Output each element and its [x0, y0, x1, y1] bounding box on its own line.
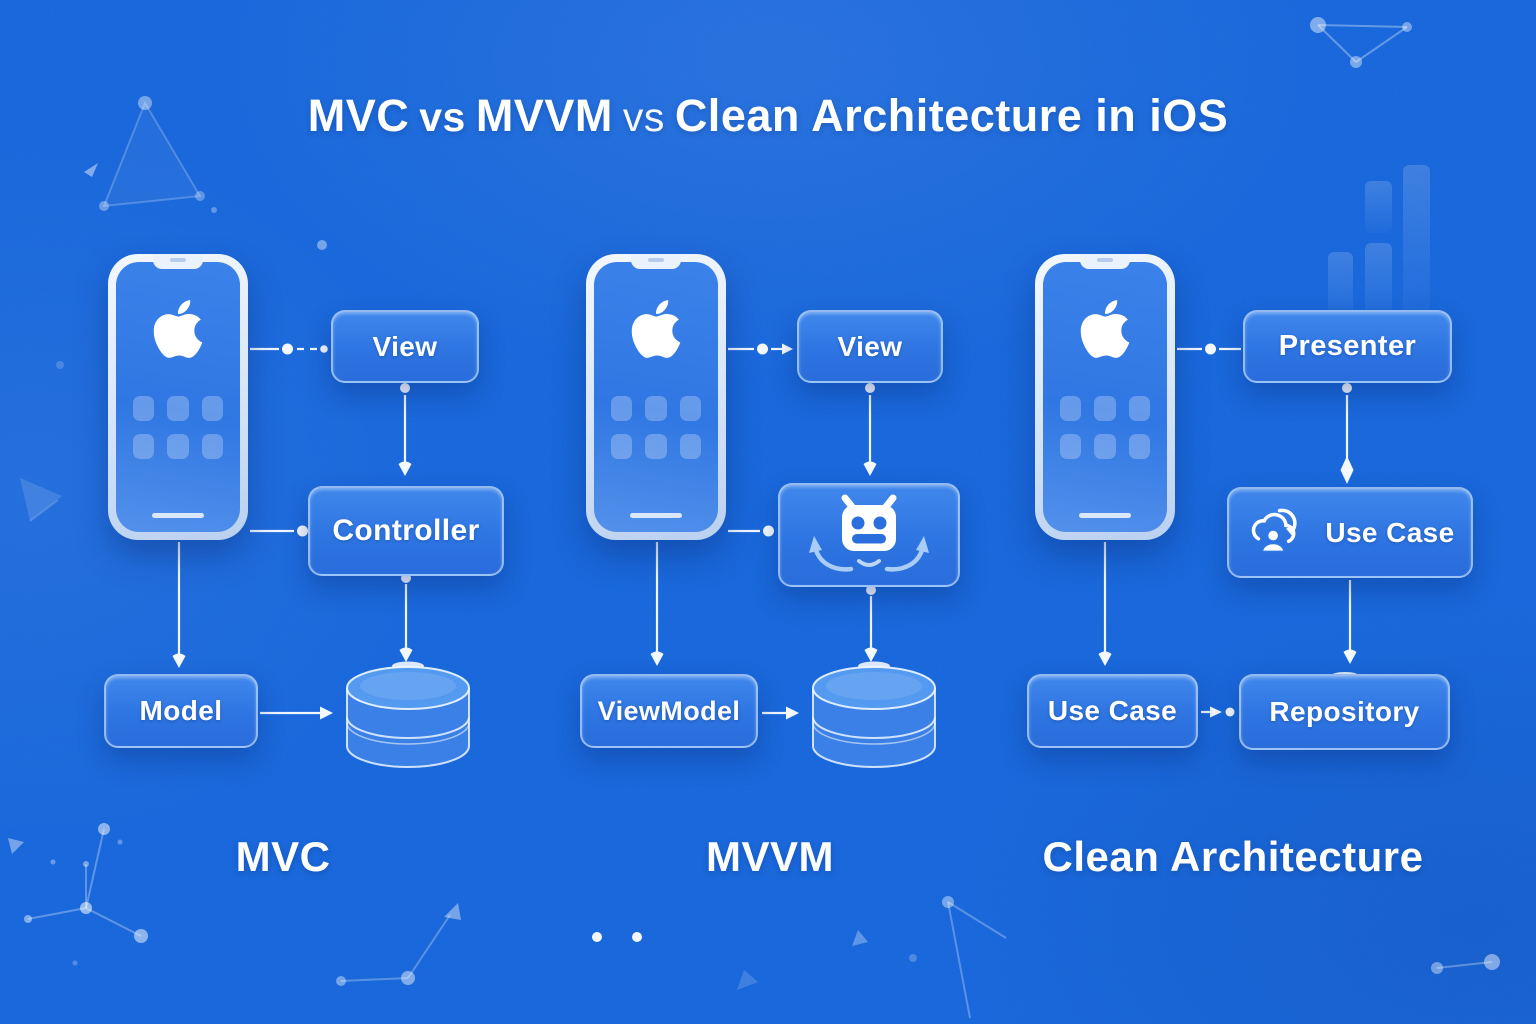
paper-plane-decor: [20, 478, 62, 521]
triangle-constellation-top-right: [1317, 24, 1408, 63]
title-clean: Clean Architecture in iOS: [674, 90, 1229, 141]
iphone-screen: [1043, 262, 1167, 532]
node-mvvm-viewmodel-icon-box: [778, 483, 960, 587]
iphone-mvc: [108, 254, 248, 540]
title-vs-1: vs: [419, 94, 466, 140]
iphone-clean: [1035, 254, 1175, 540]
apple-logo-icon: [1076, 296, 1134, 362]
database-cylinder-mvc: [341, 662, 475, 776]
title-mvvm: MVVM: [475, 90, 613, 141]
label-mvvm: MVVM: [706, 833, 834, 880]
iphone-mvvm: [586, 254, 726, 540]
node-mvvm-view: View: [797, 310, 943, 383]
title-vs-2: vs: [622, 94, 665, 140]
speaker-slot: [1097, 258, 1113, 262]
speaker-slot: [170, 258, 186, 262]
phone-notch: [153, 254, 203, 269]
database-cylinder-mvvm: [807, 662, 941, 776]
robot-viewmodel-icon: [809, 494, 929, 572]
home-indicator: [1079, 513, 1131, 518]
title-mvc: MVC: [307, 90, 410, 141]
constellation-bottom-right: [947, 901, 1007, 1019]
node-clean-presenter: Presenter: [1243, 310, 1452, 383]
app-icon-grid: [611, 396, 701, 459]
home-indicator: [630, 513, 682, 518]
node-clean-usecase-top: Use Case: [1227, 487, 1473, 578]
app-icon-grid: [133, 396, 223, 459]
speaker-slot: [648, 258, 664, 262]
node-mvc-controller: Controller: [308, 486, 504, 576]
node-mvc-view: View: [331, 310, 479, 383]
phone-notch: [631, 254, 681, 269]
bar-chart-decor: [1328, 165, 1430, 322]
label-clean-architecture: Clean Architecture: [1042, 833, 1424, 880]
node-clean-repository: Repository: [1239, 674, 1450, 750]
node-mvc-model: Model: [104, 674, 258, 748]
node-mvvm-viewmodel: ViewModel: [580, 674, 758, 748]
app-icon-grid: [1060, 396, 1150, 459]
phone-notch: [1080, 254, 1130, 269]
small-arrow-decor: [84, 163, 98, 177]
node-clean-usecase-bottom: Use Case: [1027, 674, 1198, 748]
iphone-screen: [116, 262, 240, 532]
cloud-sync-user-icon: [1252, 508, 1297, 553]
iphone-screen: [594, 262, 718, 532]
home-indicator: [152, 513, 204, 518]
constellation-bottom-midleft: [340, 914, 451, 982]
constellation-bottom-left: [27, 828, 142, 937]
apple-logo-icon: [627, 296, 685, 362]
label-mvc: MVC: [235, 833, 331, 880]
apple-logo-icon: [149, 296, 207, 362]
